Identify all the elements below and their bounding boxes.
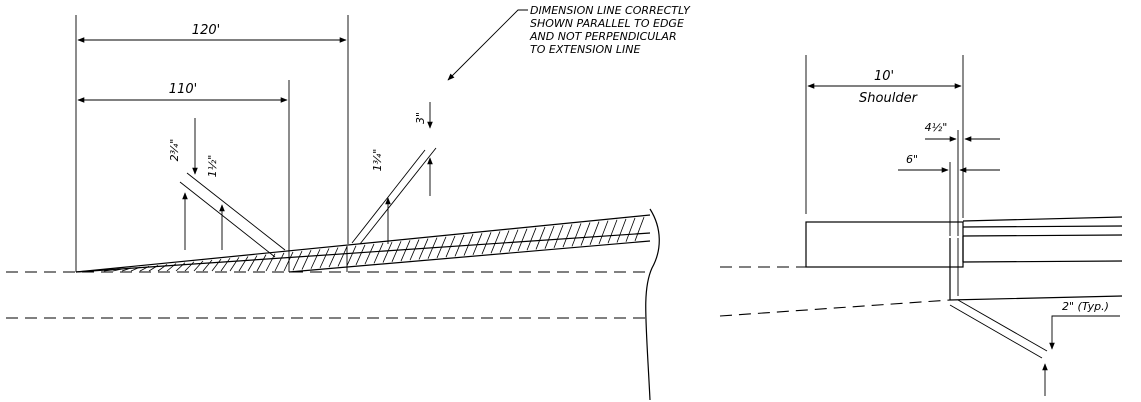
hatch-stroke	[553, 224, 564, 249]
pavement-layer-4	[962, 260, 1123, 263]
hatch-stroke	[193, 260, 204, 272]
hatch-stroke	[472, 233, 483, 256]
hatch-stroke	[562, 224, 573, 248]
thickness-offset-line-inner-left	[186, 172, 286, 251]
thickness-offset-line-outer-left	[179, 181, 276, 258]
note-leader-arrow	[447, 9, 528, 81]
hatch-stroke	[202, 259, 213, 272]
hatch-stroke	[445, 235, 456, 258]
hatch-stroke	[598, 220, 609, 245]
hatch-stroke	[508, 229, 519, 252]
hatch-stroke	[184, 261, 195, 272]
slope-offset-line-b	[957, 299, 1048, 352]
hatch-stroke	[229, 257, 240, 272]
hatch-stroke	[247, 255, 258, 272]
hatch-stroke	[121, 267, 132, 272]
taper-wedge	[75, 214, 651, 273]
hatch-stroke	[238, 256, 249, 272]
hatch-stroke	[274, 252, 285, 272]
dim-label-offset-a: 4½"	[925, 121, 948, 134]
hatch-stroke	[382, 241, 393, 263]
hatch-stroke	[436, 236, 447, 259]
dim-label-left-upper: 2¾"	[168, 139, 181, 162]
note-line-3: AND NOT PERPENDICULAR	[529, 30, 677, 43]
dim-label-110: 110'	[169, 82, 197, 97]
hatch-stroke	[319, 248, 330, 269]
left-detail: 120' 110' 2¾" 1½" 1¾" 3" DIMENSION LINE …	[6, 4, 691, 401]
hatch-stroke	[490, 231, 501, 254]
pavement-layer-3	[962, 234, 1123, 237]
shoulder-slab	[805, 221, 964, 268]
hatch-stroke	[283, 251, 294, 272]
dim-label-left-lower: 1½"	[206, 155, 219, 178]
slope-offset-line-a	[949, 304, 1043, 359]
dim-label-right-lower: 1¾"	[371, 149, 384, 172]
hatch-stroke	[535, 226, 546, 250]
hatch-stroke	[544, 225, 555, 249]
dim-label-shoulder-width: 10'	[874, 69, 894, 84]
pavement-base-edge	[949, 238, 1123, 301]
hatch-stroke	[112, 268, 123, 272]
hatch-stroke	[454, 234, 465, 257]
dim-label-shoulder: Shoulder	[859, 91, 919, 106]
dim-arrow-typical-upper	[1049, 315, 1120, 350]
hatch-stroke	[292, 250, 303, 271]
hatch-stroke	[103, 269, 114, 272]
taper-hatching	[103, 216, 645, 272]
note-line-1: DIMENSION LINE CORRECTLY	[530, 4, 691, 17]
hatch-stroke	[220, 257, 231, 272]
dim-label-120: 120'	[192, 23, 220, 38]
hatch-stroke	[364, 243, 375, 265]
hatch-stroke	[589, 221, 600, 245]
hatch-stroke	[634, 216, 645, 242]
hatch-stroke	[310, 249, 321, 269]
hatch-stroke	[256, 254, 267, 272]
hatch-stroke	[139, 265, 150, 272]
dim-label-right-upper: 3"	[414, 112, 427, 124]
right-detail: 10' Shoulder 4½" 6" 2" (Typ.)	[719, 55, 1123, 396]
pavement-break-line	[645, 208, 660, 401]
hatch-stroke	[499, 230, 510, 253]
dim-label-typical: 2" (Typ.)	[1062, 300, 1109, 313]
thickness-offset-line-inner-right	[351, 149, 426, 244]
hatch-stroke	[526, 227, 537, 251]
dim-label-offset-b: 6"	[906, 153, 918, 166]
hatch-stroke	[427, 237, 438, 259]
hatch-stroke	[301, 249, 312, 270]
hatch-stroke	[409, 239, 420, 261]
hatch-stroke	[580, 222, 591, 246]
hatch-stroke	[211, 258, 222, 272]
hatch-stroke	[130, 266, 141, 272]
hatch-stroke	[373, 242, 384, 264]
hatch-stroke	[481, 232, 492, 255]
hatch-stroke	[346, 245, 357, 266]
hatch-stroke	[355, 244, 366, 266]
hatch-stroke	[463, 233, 474, 256]
note-line-4: TO EXTENSION LINE	[530, 43, 640, 56]
hatch-stroke	[571, 223, 582, 247]
pavement-layer-2	[962, 225, 1123, 228]
note-text: DIMENSION LINE CORRECTLY SHOWN PARALLEL …	[529, 4, 691, 56]
hatch-stroke	[265, 253, 276, 272]
hatch-stroke	[328, 247, 339, 268]
ground-line-right-lower	[719, 299, 951, 317]
hatch-stroke	[616, 218, 627, 243]
hatch-stroke	[175, 262, 186, 272]
hatch-stroke	[400, 240, 411, 262]
hatch-stroke	[418, 238, 429, 260]
hatch-stroke	[517, 228, 528, 252]
hatch-stroke	[148, 265, 159, 272]
pavement-layer-top	[962, 216, 1123, 222]
hatch-stroke	[166, 263, 177, 272]
thickness-offset-line-outer-right	[359, 147, 437, 245]
note-line-2: SHOWN PARALLEL TO EDGE	[530, 17, 684, 30]
hatch-stroke	[337, 246, 348, 267]
hatch-stroke	[157, 264, 168, 272]
hatch-stroke	[391, 241, 402, 262]
hatch-stroke	[607, 219, 618, 244]
hatch-stroke	[625, 217, 636, 242]
